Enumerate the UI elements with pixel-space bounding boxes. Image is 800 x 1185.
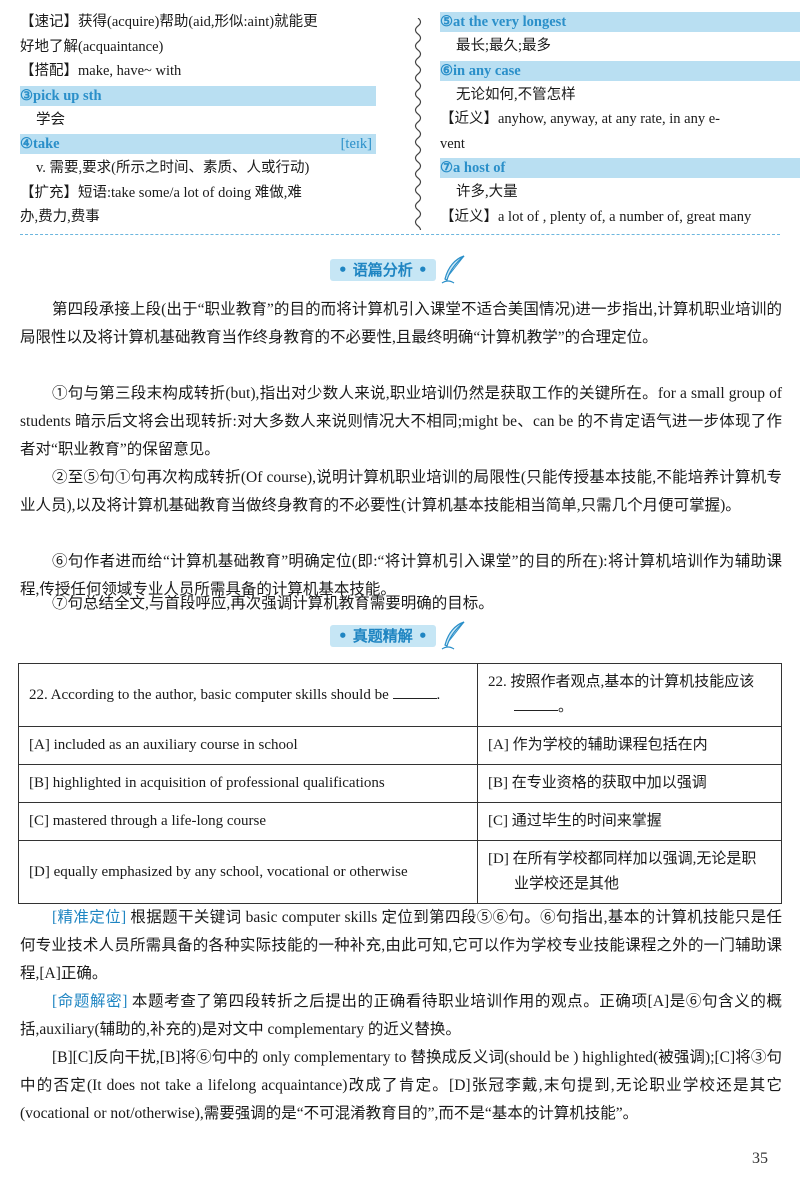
question-stem-cn: 22. 按照作者观点,基本的计算机技能应该。 (477, 663, 782, 727)
option-a-en: [A] included as an auxiliary course in s… (29, 737, 298, 753)
option-d-cn: [D] 在所有学校都同样加以强调,无论是职业学校还是其他 (488, 851, 757, 892)
expansion-line-cont: 办,费力,费事 (20, 209, 100, 225)
vocab-heading-a-host-of: ⑦a host of (440, 158, 800, 178)
table-row: [A] included as an auxiliary course in s… (18, 726, 782, 765)
synonym-line: 【近义】a lot of , plenty of, a number of, g… (440, 208, 752, 225)
vocab-left-column: 【速记】获得(acquire)帮助(aid,形似:aint)就能更 好地了解(a… (20, 10, 376, 230)
dashed-separator (20, 234, 780, 235)
option-d-en: [D] equally emphasized by any school, vo… (29, 863, 408, 880)
answer-blank (514, 696, 558, 711)
quill-pen-icon (441, 255, 465, 284)
answer-blank (392, 684, 437, 699)
tag-precise-positioning: [精准定位] (52, 909, 127, 926)
question-table: 22. According to the author, basic compu… (18, 663, 782, 904)
synonym-line: 【近义】anyhow, anyway, at any rate, in any … (440, 111, 720, 127)
analysis-paragraph-3: ②至⑤句①句再次构成转折(Of course),说明计算机职业培训的局限性(只能… (20, 469, 782, 514)
vocab-meaning: 学会 (36, 111, 65, 128)
mnemonic-line: 【速记】获得(acquire)帮助(aid,形似:aint)就能更 (20, 14, 318, 30)
option-a-cn: [A] 作为学校的辅助课程包括在内 (488, 737, 708, 753)
section-title: • 真题精解 • (330, 625, 436, 647)
vocab-right-column: ⑤at the very longest 最长;最久;最多 ⑥in any ca… (440, 10, 800, 229)
vocabulary-block: 【速记】获得(acquire)帮助(aid,形似:aint)就能更 好地了解(a… (20, 10, 800, 232)
synonym-line-cont: vent (440, 135, 465, 152)
analysis-paragraph-2: ①句与第三段末构成转折(but),指出对少数人来说,职业培训仍然是获取工作的关键… (20, 385, 782, 458)
phonetic: [teɪk] (340, 136, 372, 152)
section-title: • 语篇分析 • (330, 259, 436, 281)
table-row: 22. According to the author, basic compu… (18, 663, 782, 727)
analysis-paragraph-4: ⑥句作者进而给“计算机基础教育”明确定位(即:“将计算机引入课堂”的目的所在):… (20, 553, 782, 598)
section-header-discourse-analysis: • 语篇分析 • (330, 255, 466, 284)
page-number: 35 (752, 1150, 768, 1167)
section-header-question-explanation: • 真题精解 • (330, 621, 466, 650)
vocab-heading-at-the-very-longest: ⑤at the very longest (440, 12, 800, 32)
vocab-heading-take: ④take [teɪk] (20, 134, 376, 154)
expansion-line: 【扩充】短语:take some/a lot of doing 难做,难 (20, 184, 302, 201)
analysis-paragraph-5: ⑦句总结全文,与首段呼应,再次强调计算机教育需要明确的目标。 (52, 595, 494, 612)
table-row: [D] equally emphasized by any school, vo… (18, 840, 782, 904)
vocab-heading-pick-up: ③pick up sth (20, 85, 376, 106)
analysis-paragraph-1: 第四段承接上段(出于“职业教育”的目的而将计算机引入课堂不适合美国情况)进一步指… (20, 301, 782, 346)
wavy-divider (414, 18, 422, 230)
vocab-meaning: 无论如何,不管怎样 (456, 86, 576, 103)
mnemonic-line-cont: 好地了解(acquaintance) (20, 38, 164, 55)
vocab-meaning: 最长;最久;最多 (456, 38, 552, 54)
option-c-en: [C] mastered through a life-long course (29, 813, 267, 829)
vocab-meaning: 许多,大量 (456, 184, 518, 200)
tag-question-decoding: [命题解密] (52, 993, 128, 1010)
quill-pen-icon (441, 621, 465, 650)
vocab-heading-in-any-case: ⑥in any case (440, 60, 800, 81)
table-row: [B] highlighted in acquisition of profes… (18, 764, 782, 803)
explanation-positioning: [精准定位] 根据题干关键词 basic computer skills 定位到… (20, 909, 782, 982)
vocab-meaning: v. 需要,要求(所示之时间、素质、人或行动) (36, 160, 310, 176)
explanation-decoding: [命题解密] 本题考查了第四段转折之后提出的正确看待职业培训作用的观点。正确项[… (20, 993, 782, 1038)
collocation-line: 【搭配】make, have~ with (20, 63, 182, 79)
option-c-cn: [C] 通过毕生的时间来掌握 (488, 813, 662, 829)
option-b-en: [B] highlighted in acquisition of profes… (29, 775, 385, 791)
explanation-distractors: [B][C]反向干扰,[B]将⑥句中的 only complementary t… (20, 1049, 782, 1122)
option-b-cn: [B] 在专业资格的获取中加以强调 (488, 775, 707, 791)
question-stem-en: 22. According to the author, basic compu… (18, 663, 478, 727)
table-row: [C] mastered through a life-long course … (18, 802, 782, 841)
